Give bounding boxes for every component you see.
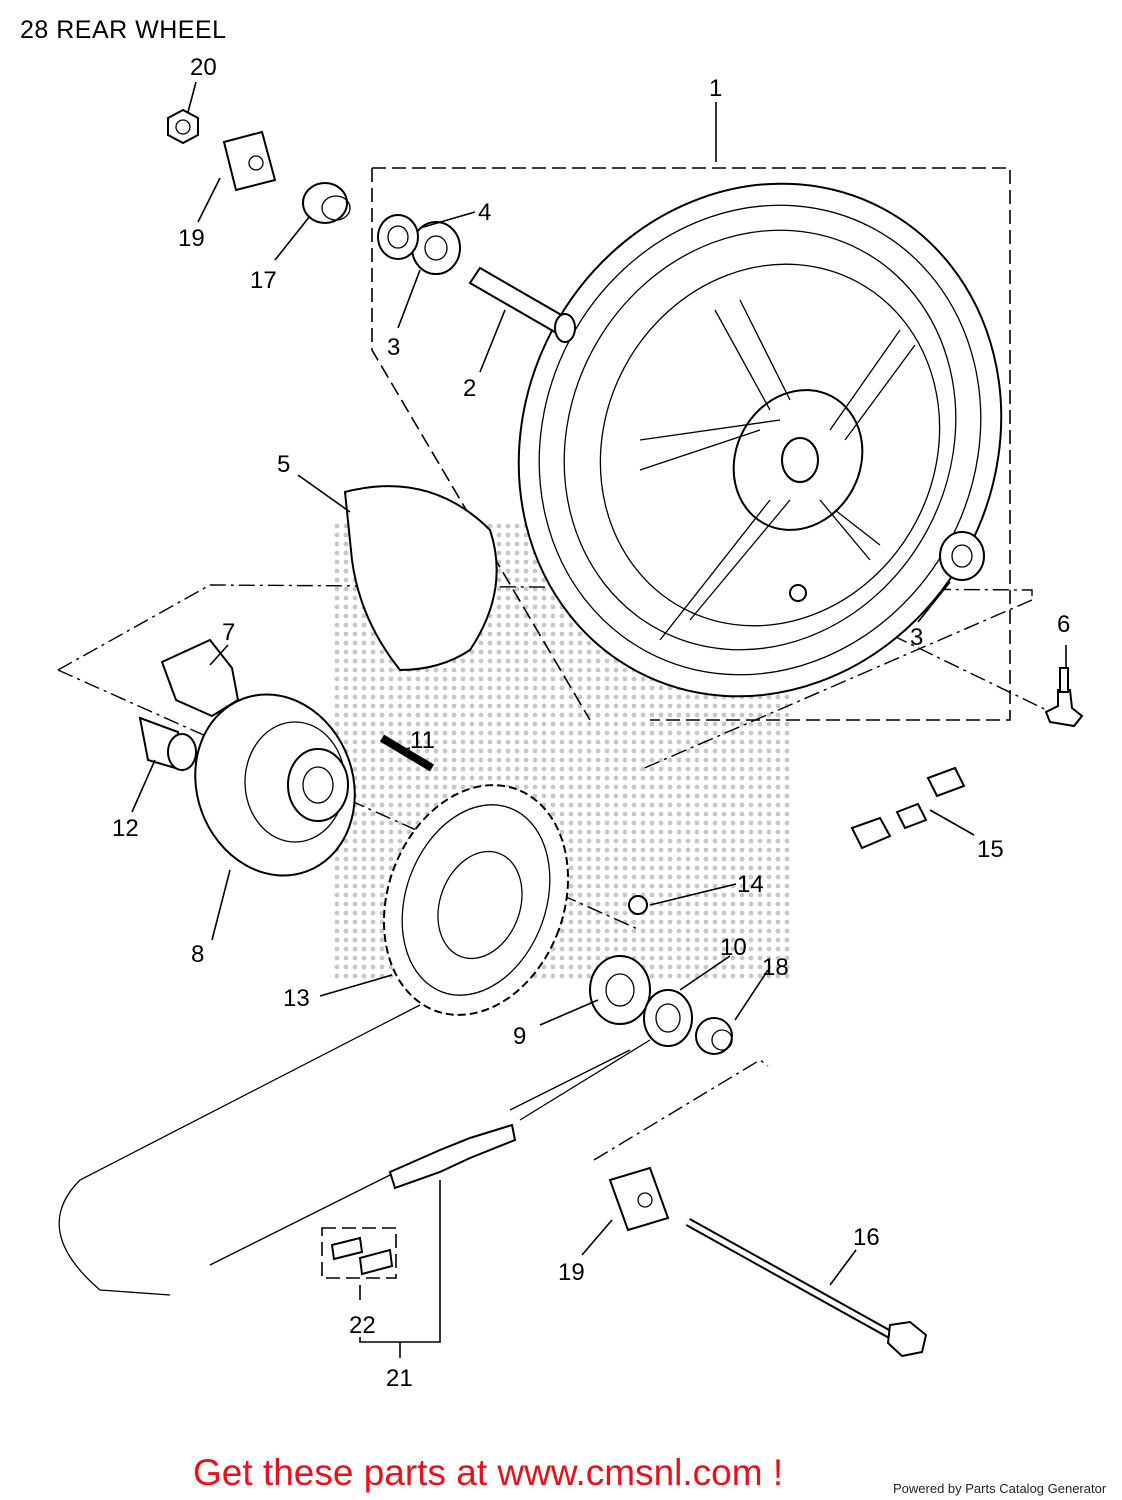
axle-16 [685, 1218, 928, 1358]
callout-18: 18 [762, 954, 789, 981]
callout-21: 21 [386, 1365, 413, 1392]
chain-links [388, 1123, 517, 1190]
collar-18 [695, 1017, 733, 1055]
callout-14: 14 [737, 871, 764, 898]
valve-6 [1044, 667, 1084, 728]
callout-19-bottom: 19 [558, 1259, 585, 1286]
callout-1: 1 [709, 75, 722, 102]
joint-box-22 [321, 1227, 397, 1279]
callout-5: 5 [277, 451, 290, 478]
callout-4: 4 [478, 199, 491, 226]
callout-9: 9 [513, 1023, 526, 1050]
bearing-3-right [939, 531, 985, 581]
get-parts-link[interactable]: Get these parts at www.cmsnl.com ! [193, 1452, 784, 1493]
callout-8: 8 [191, 941, 204, 968]
callout-10: 10 [720, 934, 747, 961]
damper-7 [160, 638, 240, 718]
powered-by-text: Powered by Parts Catalog Generator [893, 1481, 1107, 1496]
bearing-3-left [411, 221, 461, 275]
leader-lines [131, 81, 1067, 1286]
callout-20: 20 [190, 54, 217, 81]
callout-3-right: 3 [910, 624, 923, 651]
stud-11 [379, 734, 435, 772]
callout-19-top: 19 [178, 225, 205, 252]
seal-4 [377, 214, 419, 260]
plate-19-top [222, 130, 277, 192]
callout-7: 7 [222, 619, 235, 646]
guard-5 [343, 485, 498, 672]
wheel-assembly-box [372, 167, 1011, 721]
clutch-hub-8 [194, 693, 356, 877]
nut-20 [167, 108, 199, 145]
callout-13: 13 [283, 985, 310, 1012]
collar-17 [302, 182, 351, 224]
callout-12: 12 [112, 815, 139, 842]
callout-6: 6 [1057, 611, 1070, 638]
callout-15: 15 [977, 836, 1004, 863]
collar-12 [138, 716, 197, 772]
sprocket-13 [382, 784, 570, 1016]
page-title: 28 REAR WHEEL [20, 16, 227, 44]
seal-10 [643, 989, 693, 1047]
callout-16: 16 [853, 1224, 880, 1251]
callout-3-left: 3 [387, 334, 400, 361]
plate-19-bottom [608, 1166, 670, 1232]
callout-17: 17 [250, 267, 277, 294]
drive-chain-21 [58, 1004, 651, 1296]
callout-2: 2 [463, 375, 476, 402]
balance-weight-15 [850, 766, 966, 850]
bearing-9 [589, 955, 651, 1025]
nut-14 [628, 895, 648, 915]
collar-2 [468, 266, 576, 343]
rear-wheel-rim [517, 182, 1003, 698]
callout-22: 22 [349, 1312, 376, 1339]
callout-11: 11 [410, 727, 435, 754]
